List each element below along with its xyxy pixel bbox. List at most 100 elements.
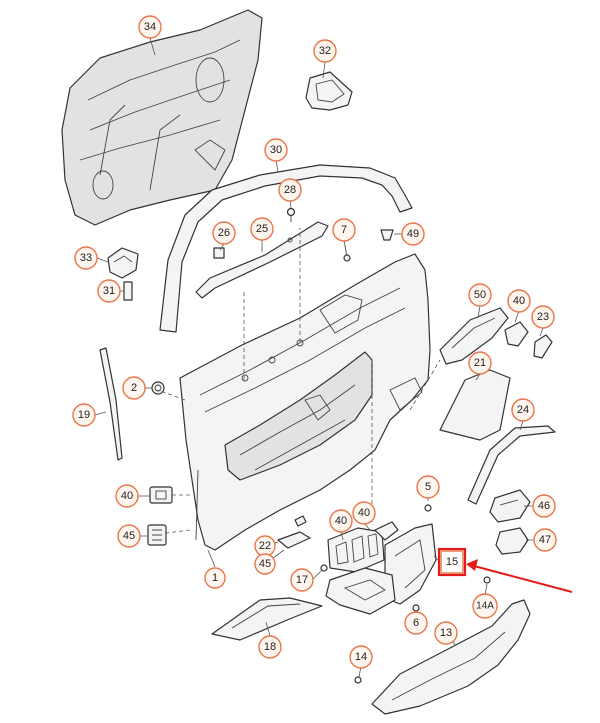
callout-7-label: 7 (341, 224, 347, 236)
callout-21: 21 (468, 351, 492, 375)
callout-18: 18 (258, 635, 282, 659)
callout-1: 1 (204, 567, 226, 589)
callout-46-label: 46 (538, 500, 550, 512)
callout-21-label: 21 (474, 357, 486, 369)
callout-33: 33 (74, 246, 98, 270)
part-45-left-switch (147, 524, 167, 546)
callout-50: 50 (468, 283, 492, 307)
callout-22: 22 (254, 535, 276, 557)
callout-50-label: 50 (474, 289, 486, 301)
callout-13: 13 (434, 621, 458, 645)
part-19-seal (99, 347, 123, 461)
callout-45-center-label: 45 (259, 558, 271, 570)
callout-23-label: 23 (537, 311, 549, 323)
highlight-arrow (466, 559, 573, 593)
part-31-label (123, 281, 133, 301)
part-22-cover (277, 515, 311, 549)
callout-18-label: 18 (264, 641, 276, 653)
callout-31: 31 (97, 279, 121, 303)
callout-49: 49 (401, 222, 425, 246)
callout-45-left-label: 45 (123, 530, 135, 542)
part-25-upper-trim-strip (195, 221, 329, 299)
callout-24-label: 24 (517, 404, 529, 416)
callout-40-switch-a: 40 (329, 509, 353, 533)
callout-6: 6 (404, 611, 428, 635)
callout-40-left-label: 40 (121, 490, 133, 502)
part-32-bracket (305, 71, 353, 111)
part-50-handle-bezel (439, 307, 509, 365)
part-7-screw (343, 244, 351, 262)
callout-14: 14 (349, 645, 373, 669)
callout-31-label: 31 (103, 285, 115, 297)
part-2-clip (151, 381, 165, 395)
callout-46: 46 (532, 494, 556, 518)
callout-40-switch-b: 40 (352, 501, 376, 525)
callout-17-label: 17 (296, 574, 308, 586)
callout-25: 25 (250, 217, 274, 241)
callout-23: 23 (531, 305, 555, 329)
part-18-pocket-insert (211, 597, 323, 641)
part-17-screw (320, 564, 328, 572)
callout-5-label: 5 (425, 481, 431, 493)
part-26-clip (213, 247, 225, 259)
part-46-switch (489, 489, 531, 523)
callout-26-label: 26 (218, 227, 230, 239)
part-14-screw (354, 676, 362, 684)
part-40-window-switch-block (327, 521, 399, 573)
callout-1-label: 1 (212, 572, 218, 584)
callout-14-label: 14 (355, 651, 367, 663)
callout-40-handle: 40 (507, 289, 531, 313)
callout-49-label: 49 (407, 228, 419, 240)
part-23-cap (533, 334, 553, 359)
highlight-box (437, 547, 467, 577)
part-34-insulation-sheet (61, 9, 263, 226)
callout-30: 30 (264, 138, 288, 162)
callout-15-highlighted: 15 (437, 547, 467, 577)
part-30-window-seal (159, 164, 413, 333)
callout-32-label: 32 (319, 45, 331, 57)
part-14a-screw (483, 576, 491, 584)
part-5-screw (424, 504, 432, 512)
part-33-holder (107, 247, 139, 279)
callout-32: 32 (313, 39, 337, 63)
callout-34: 34 (138, 15, 162, 39)
callout-25-label: 25 (256, 223, 268, 235)
callout-40-switch-a-label: 40 (335, 515, 347, 527)
callout-19-label: 19 (78, 409, 90, 421)
callout-47-label: 47 (539, 534, 551, 546)
part-1-door-trim-panel (179, 253, 431, 551)
callout-17: 17 (290, 568, 314, 592)
part-21-panel-insert (439, 369, 511, 441)
part-49-plug (380, 229, 394, 241)
callout-30-label: 30 (270, 144, 282, 156)
callout-6-label: 6 (413, 617, 419, 629)
callout-45-left: 45 (117, 524, 141, 548)
part-24-trim-strip (467, 425, 556, 505)
callout-45-center: 45 (254, 553, 276, 575)
callout-33-label: 33 (80, 252, 92, 264)
callout-28-label: 28 (284, 184, 296, 196)
part-15-armrest-support (325, 523, 437, 615)
part-13-armrest-cover (371, 599, 531, 715)
callout-2-label: 2 (131, 382, 137, 394)
callout-19: 19 (72, 403, 96, 427)
part-28-screw (286, 207, 296, 222)
callout-40-switch-b-label: 40 (358, 507, 370, 519)
callout-22-label: 22 (259, 540, 271, 552)
callout-14a: 14A (472, 593, 498, 619)
part-47-switch (495, 527, 529, 555)
callout-13-label: 13 (440, 627, 452, 639)
part-40-handle-lever (504, 321, 529, 347)
callout-26: 26 (212, 221, 236, 245)
part-6-screw (412, 604, 420, 612)
callout-28: 28 (278, 178, 302, 202)
callout-15-label: 15 (446, 556, 458, 568)
callout-40-handle-label: 40 (513, 295, 525, 307)
callout-2: 2 (122, 376, 146, 400)
callout-47: 47 (533, 528, 557, 552)
callout-40-left: 40 (115, 484, 139, 508)
callout-7: 7 (332, 218, 356, 242)
callout-5: 5 (416, 475, 440, 499)
callout-34-label: 34 (144, 21, 156, 33)
